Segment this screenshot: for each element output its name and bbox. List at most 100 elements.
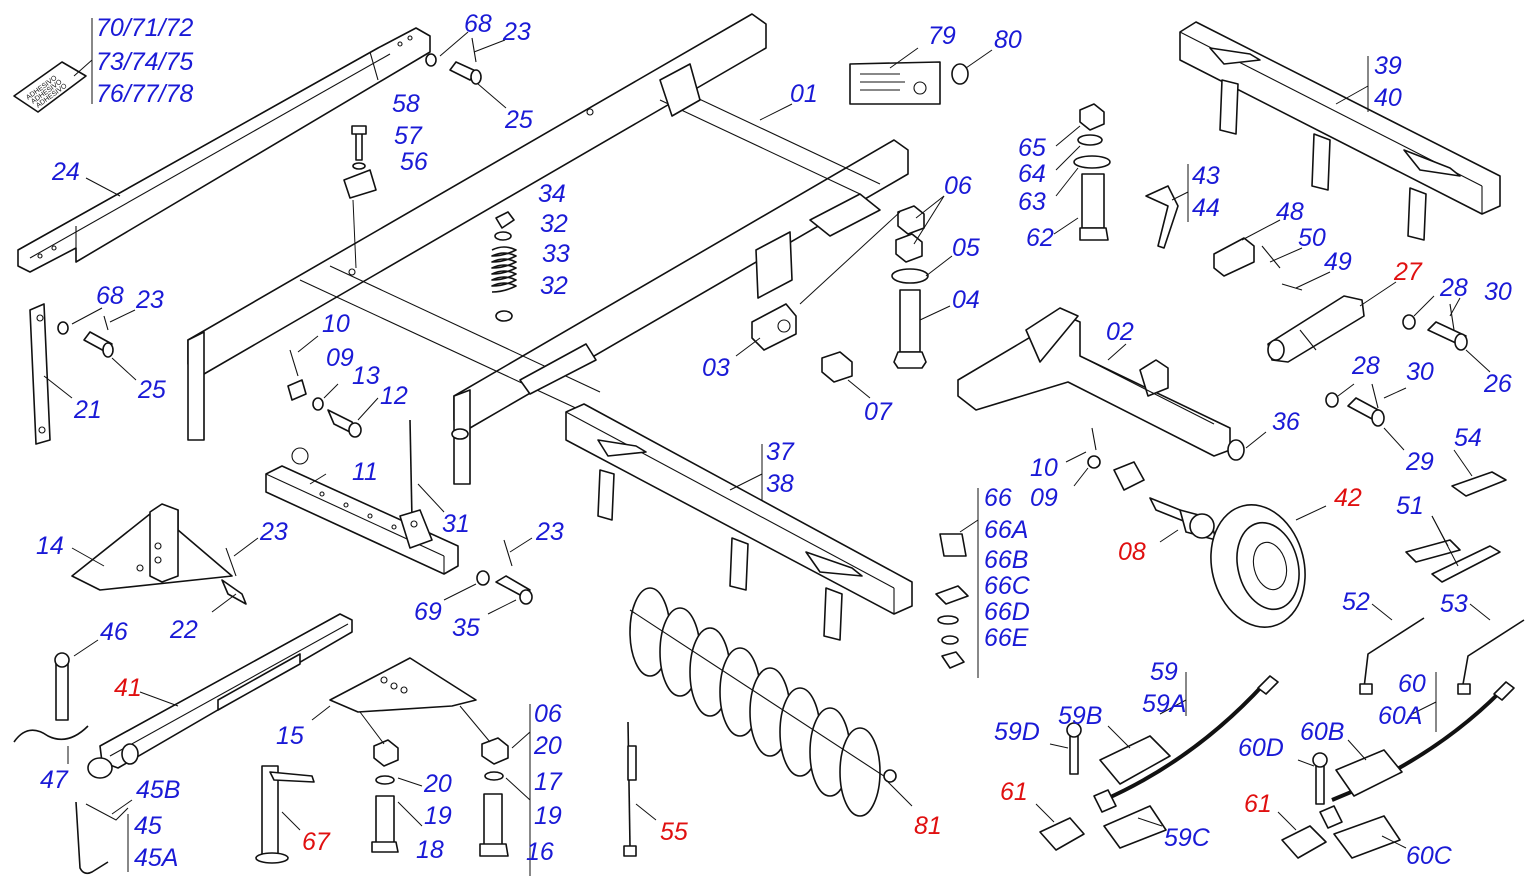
label-06: 06	[944, 172, 972, 200]
label-73-75: 73/74/75	[96, 48, 193, 76]
label-49: 49	[1324, 248, 1352, 276]
label-23: 23	[535, 518, 564, 546]
pin-35	[476, 539, 533, 605]
label-66: 66	[984, 484, 1012, 512]
drawbar-tube	[17, 27, 431, 273]
label-66B: 66B	[984, 546, 1028, 574]
label-21: 21	[73, 396, 102, 424]
label-15: 15	[276, 722, 304, 750]
label-40: 40	[1374, 84, 1402, 112]
label-30: 30	[1484, 278, 1512, 306]
label-54: 54	[1454, 424, 1482, 452]
nut-09-10	[1087, 427, 1101, 469]
label-69: 69	[414, 598, 442, 626]
label-29: 29	[1405, 448, 1434, 476]
label-64: 64	[1018, 160, 1046, 188]
tool-keys	[1359, 617, 1525, 695]
label-45A: 45A	[134, 844, 178, 872]
label-81: 81	[914, 812, 942, 840]
label-19: 19	[534, 802, 562, 830]
label-61: 61	[1244, 790, 1272, 818]
label-67: 67	[302, 828, 331, 856]
hydraulic-hose-1	[1039, 675, 1279, 851]
label-09: 09	[326, 344, 354, 372]
label-30: 30	[1406, 358, 1434, 386]
hitch-bracket	[71, 503, 247, 605]
part-labels: 70/71/72 73/74/75 76/77/78 68 23 25 24 5…	[36, 10, 1512, 872]
label-12: 12	[380, 382, 408, 410]
label-59A: 59A	[1142, 690, 1186, 718]
label-18: 18	[416, 836, 444, 864]
scraper-rod	[623, 721, 637, 857]
label-11: 11	[352, 458, 378, 486]
label-66C: 66C	[984, 572, 1031, 600]
label-08: 08	[1118, 538, 1146, 566]
label-66A: 66A	[984, 516, 1028, 544]
label-19: 19	[424, 802, 452, 830]
label-68: 68	[96, 282, 124, 310]
label-44: 44	[1192, 194, 1220, 222]
washer-36	[1227, 439, 1245, 461]
bolt-set-left	[287, 349, 362, 438]
bolt-stack-66	[935, 533, 969, 669]
label-25: 25	[504, 106, 533, 134]
threaded-rod	[399, 419, 433, 549]
label-10: 10	[322, 310, 350, 338]
label-66E: 66E	[984, 624, 1029, 652]
label-38: 38	[766, 470, 794, 498]
label-55: 55	[660, 818, 688, 846]
label-24: 24	[51, 158, 80, 186]
label-46: 46	[100, 618, 128, 646]
label-45: 45	[134, 812, 162, 840]
hydraulic-hose-2	[1281, 681, 1515, 859]
label-27: 27	[1393, 258, 1423, 286]
label-61: 61	[1000, 778, 1028, 806]
label-05: 05	[952, 234, 980, 262]
label-60A: 60A	[1378, 702, 1422, 730]
label-76-78: 76/77/78	[96, 80, 193, 108]
bracket-03	[751, 303, 853, 383]
label-20: 20	[423, 770, 452, 798]
tool-bar-front	[565, 403, 913, 641]
label-33: 33	[542, 240, 570, 268]
label-59: 59	[1150, 658, 1178, 686]
label-28: 28	[1351, 352, 1380, 380]
label-66D: 66D	[984, 598, 1030, 626]
label-50: 50	[1298, 224, 1326, 252]
hose-holder	[1213, 237, 1303, 291]
wheel	[1210, 504, 1306, 628]
label-60C: 60C	[1406, 842, 1453, 870]
leader-lines	[43, 18, 1491, 876]
label-36: 36	[1272, 408, 1300, 436]
label-65: 65	[1018, 134, 1046, 162]
label-58: 58	[392, 90, 420, 118]
label-16: 16	[526, 838, 554, 866]
label-23: 23	[135, 286, 164, 314]
label-22: 22	[169, 616, 198, 644]
label-25: 25	[137, 376, 166, 404]
label-48: 48	[1276, 198, 1304, 226]
label-68: 68	[464, 10, 492, 38]
label-01: 01	[790, 80, 818, 108]
label-26: 26	[1483, 370, 1512, 398]
label-06: 06	[534, 700, 562, 728]
label-79: 79	[928, 22, 956, 50]
label-23: 23	[259, 518, 288, 546]
bolt-stack-62	[1073, 103, 1111, 241]
label-56: 56	[400, 148, 428, 176]
label-60B: 60B	[1300, 718, 1344, 746]
label-57: 57	[394, 122, 423, 150]
label-37: 37	[766, 438, 795, 466]
label-20: 20	[533, 732, 562, 760]
warning-sticker: ADHESIVO ADHESIVO ADHESIVO	[13, 61, 87, 113]
label-41: 41	[114, 674, 142, 702]
tongue-arm	[13, 613, 353, 779]
label-35: 35	[452, 614, 480, 642]
parts-drawing: ADHESIVO ADHESIVO ADHESIVO	[13, 13, 1525, 875]
label-02: 02	[1106, 318, 1134, 346]
label-23: 23	[502, 18, 531, 46]
label-60: 60	[1398, 670, 1426, 698]
label-13: 13	[352, 362, 380, 390]
hydraulic-cylinder	[1267, 295, 1365, 363]
